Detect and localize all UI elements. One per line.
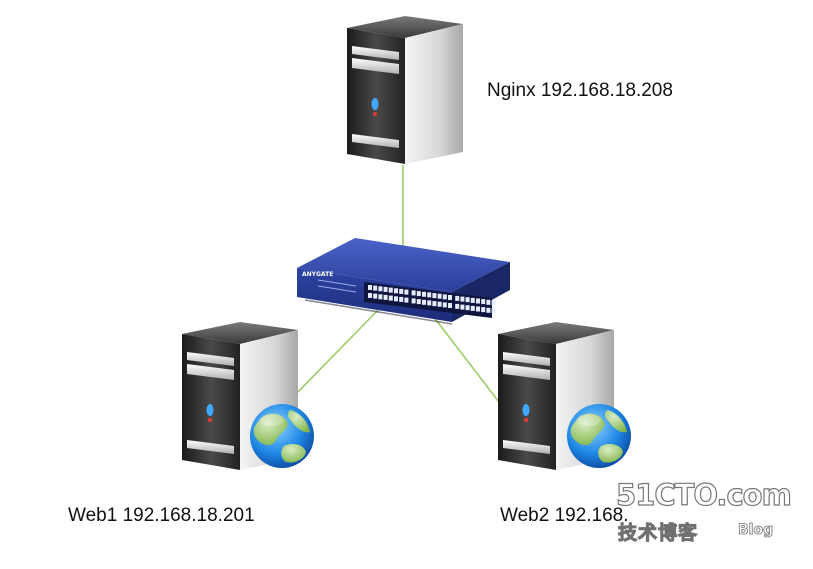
switch-port <box>378 286 383 292</box>
site-watermark: 51CTO.com 技术博客 Blog <box>615 477 792 550</box>
switch-port <box>470 297 475 303</box>
switch-port <box>491 300 496 306</box>
switch-brand-text: ANYGATE <box>302 271 333 278</box>
switch-port <box>383 294 388 300</box>
switch-port <box>486 299 491 305</box>
switch-port <box>455 303 460 309</box>
switch-port <box>455 295 460 301</box>
switch-port <box>427 300 432 306</box>
switch-port <box>373 293 378 299</box>
switch-port <box>432 293 437 299</box>
switch-port <box>481 307 486 313</box>
switch-port <box>378 294 383 300</box>
switch-port <box>373 285 378 291</box>
switch-port <box>437 301 442 307</box>
switch-port <box>399 296 404 302</box>
switch-port <box>465 297 470 303</box>
switch-port <box>476 298 480 304</box>
switch-port <box>465 305 470 311</box>
switch-port <box>388 295 393 301</box>
switch-port <box>383 286 388 292</box>
web1-label: Web1 192.168.18.201 <box>68 505 255 526</box>
switch-port <box>388 287 393 293</box>
switch-port <box>422 299 426 305</box>
switch-port <box>442 302 447 308</box>
nginx-server-icon <box>347 16 463 164</box>
switch-port <box>368 285 372 290</box>
switch-port <box>427 292 432 298</box>
switch-port <box>460 296 465 302</box>
switch-port <box>448 295 452 300</box>
watermark-main-text: 51CTO.com <box>615 477 792 512</box>
switch-port <box>411 298 416 304</box>
switch-port <box>442 294 447 300</box>
switch-port <box>422 291 426 297</box>
switch-port <box>404 289 409 295</box>
switch-port <box>416 291 421 297</box>
web2-label: Web2 192.168. <box>500 505 629 526</box>
switch-port <box>470 305 475 311</box>
switch-port <box>491 308 496 314</box>
switch-port <box>460 304 465 310</box>
switch-port <box>399 288 404 294</box>
switch-port <box>411 290 416 296</box>
network-switch-icon: ANYGATE <box>297 238 510 325</box>
web1-globe-icon <box>250 404 314 468</box>
switch-port <box>394 296 398 302</box>
switch-port <box>404 297 409 303</box>
watermark-blog-text: Blog <box>738 522 774 539</box>
switch-port <box>476 306 480 312</box>
link-switch-web2 <box>429 311 503 407</box>
watermark-sub-text: 技术博客 <box>617 522 699 545</box>
switch-port <box>394 288 398 294</box>
switch-ports <box>368 285 496 314</box>
switch-port <box>448 303 452 308</box>
nginx-label: Nginx 192.168.18.208 <box>487 80 673 101</box>
web2-globe-icon <box>567 404 631 468</box>
switch-port <box>481 299 486 305</box>
switch-port <box>368 293 372 298</box>
link-switch-web1 <box>295 307 381 395</box>
switch-port <box>437 293 442 299</box>
switch-port <box>486 307 491 313</box>
switch-port <box>416 299 421 305</box>
switch-port <box>432 301 437 307</box>
